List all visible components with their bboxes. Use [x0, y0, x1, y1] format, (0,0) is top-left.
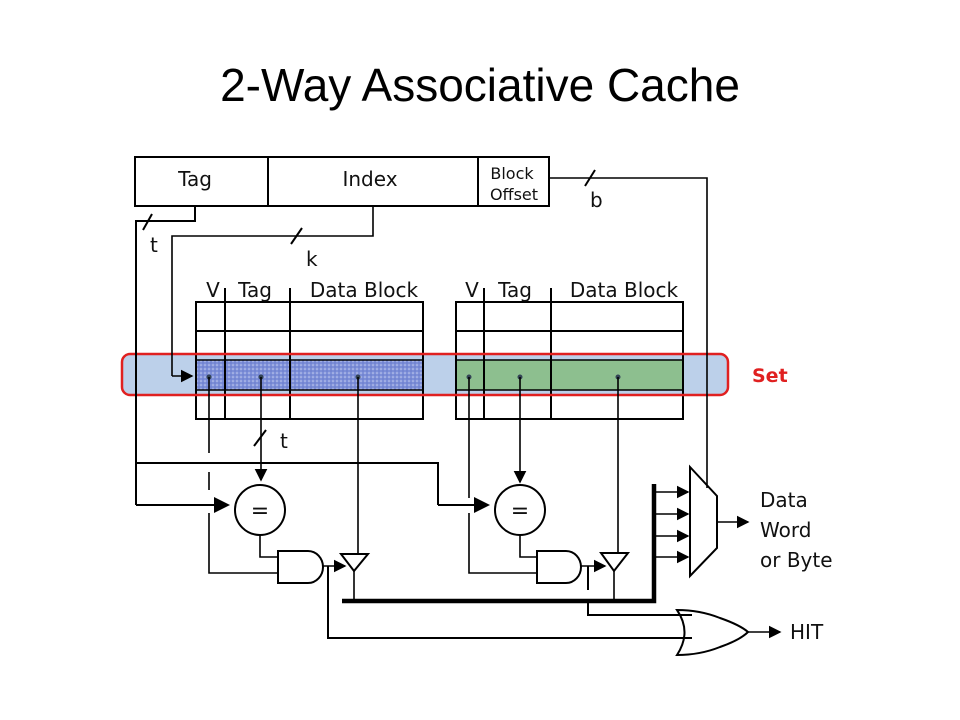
offset-bits-label: b	[590, 188, 603, 212]
address-register: Tag Index Block Offset	[134, 156, 550, 207]
way-1-tag-header: Tag	[497, 278, 532, 302]
way-1-data-header: Data Block	[570, 278, 679, 302]
way-1-compare-symbol: =	[511, 499, 529, 524]
index-field-label: Index	[342, 167, 397, 191]
way-0-v-header: V	[206, 278, 220, 302]
way-0-data-header: Data Block	[310, 278, 419, 302]
way-1-and-gate	[536, 550, 582, 584]
way-1-logic: =	[468, 377, 692, 616]
data-bus	[342, 484, 657, 604]
block-offset-label-1: Block	[490, 164, 534, 183]
or-gate	[675, 608, 750, 657]
way-1-table: V Tag Data Block	[455, 278, 684, 420]
way-0-tag-header: Tag	[237, 278, 272, 302]
way-0-logic: t =	[208, 377, 692, 639]
index-wire: k	[171, 206, 374, 383]
way-0-compare-symbol: =	[251, 499, 269, 524]
tag-field-label: Tag	[177, 167, 212, 191]
way-0-tristate-buffer	[338, 553, 371, 573]
way-0-tag-width-label: t	[280, 429, 288, 453]
way-1-v-header: V	[465, 278, 479, 302]
offset-wire: b	[549, 169, 708, 488]
slide-title: 2-Way Associative Cache	[220, 59, 740, 111]
mux-inputs	[654, 485, 690, 564]
block-offset-label-2: Offset	[490, 185, 538, 204]
output-label-1: Data	[760, 488, 808, 512]
way-0-and-gate	[277, 550, 324, 584]
set-label: Set	[752, 365, 788, 387]
set-outline	[120, 352, 730, 397]
way-0-table: V Tag Data Block	[195, 278, 424, 420]
index-bits-label: k	[306, 247, 318, 271]
multiplexer	[689, 464, 718, 579]
output-label-3: or Byte	[760, 548, 833, 572]
tag-wire: t	[135, 206, 490, 513]
way-1-tristate-buffer	[599, 552, 631, 573]
hit-label: HIT	[790, 620, 824, 644]
output-label-2: Word	[760, 518, 811, 542]
tag-bits-label: t	[150, 233, 158, 257]
